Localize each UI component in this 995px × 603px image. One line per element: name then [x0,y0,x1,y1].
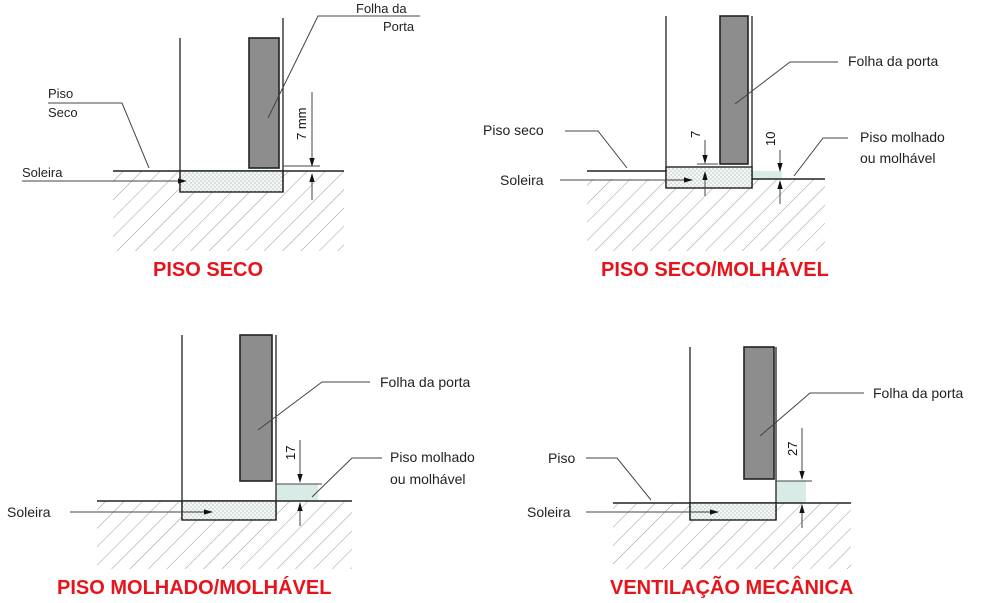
panel-piso-molhado: 17 Folha da porta Piso molhado ou molháv… [7,334,475,599]
door-leader [759,392,864,437]
door-leaf [719,15,749,165]
sill-label: Soleira [527,504,571,520]
floor-label-line2: Seco [48,105,78,120]
wet-floor-label-line2: ou molhável [860,150,936,166]
door-label-line2: Porta [383,19,415,34]
door-leaf [239,334,273,482]
wet-floor-label: Piso molhado [390,449,475,465]
panel-title: VENTILAÇÃO MECÂNICA [610,575,853,599]
sill [181,500,277,521]
door-label: Folha da porta [848,53,938,69]
dimension-label-right: 10 [763,132,778,146]
wet-leader [793,137,848,177]
panel-ventilacao: 27 Folha da porta Piso Soleira VENTILAÇÃ… [527,346,963,599]
sill [665,166,753,189]
door-leader [267,15,420,119]
floor-label: Piso [548,450,575,466]
panel-piso-seco: 7 mm Folha da Porta Piso Seco Soleira PI… [22,1,420,281]
floor-leader [586,457,652,501]
floor-label: Piso seco [483,122,544,138]
panel-piso-seco-molhavel: 7 10 Folha da porta Piso seco Soleira Pi… [483,15,945,281]
sill-label: Soleira [500,172,544,188]
wet-floor-label: Piso molhado [860,129,945,145]
dimension-label: 27 [785,442,800,456]
wet-floor-area [276,484,318,501]
door-leader [734,61,838,105]
wet-floor-area [752,171,782,179]
sill-label: Soleira [7,504,51,520]
door-leaf [248,37,280,169]
door-label: Folha da porta [380,374,470,390]
dimension-label-left: 7 [688,131,703,138]
floor-leader [48,102,150,169]
ground-hatch [587,179,825,251]
wet-floor-label-line2: ou molhável [390,471,466,487]
sill [179,170,284,193]
panel-title: PISO SECO [153,259,263,281]
door-label: Folha da porta [873,385,963,401]
dimension-label: 17 [283,446,298,460]
floor-label: Piso [48,86,73,101]
panel-title: PISO MOLHADO/MOLHÁVEL [57,576,331,599]
panel-title: PISO SECO/MOLHÁVEL [601,258,829,281]
door-leaf [743,346,775,480]
wet-leader [311,457,382,498]
sill-label: Soleira [22,165,63,180]
door-label: Folha da [356,1,407,16]
dimension-label: 7 mm [294,108,309,141]
door-leader [257,381,370,431]
air-gap-area [776,481,806,503]
floor-leader [565,130,628,169]
